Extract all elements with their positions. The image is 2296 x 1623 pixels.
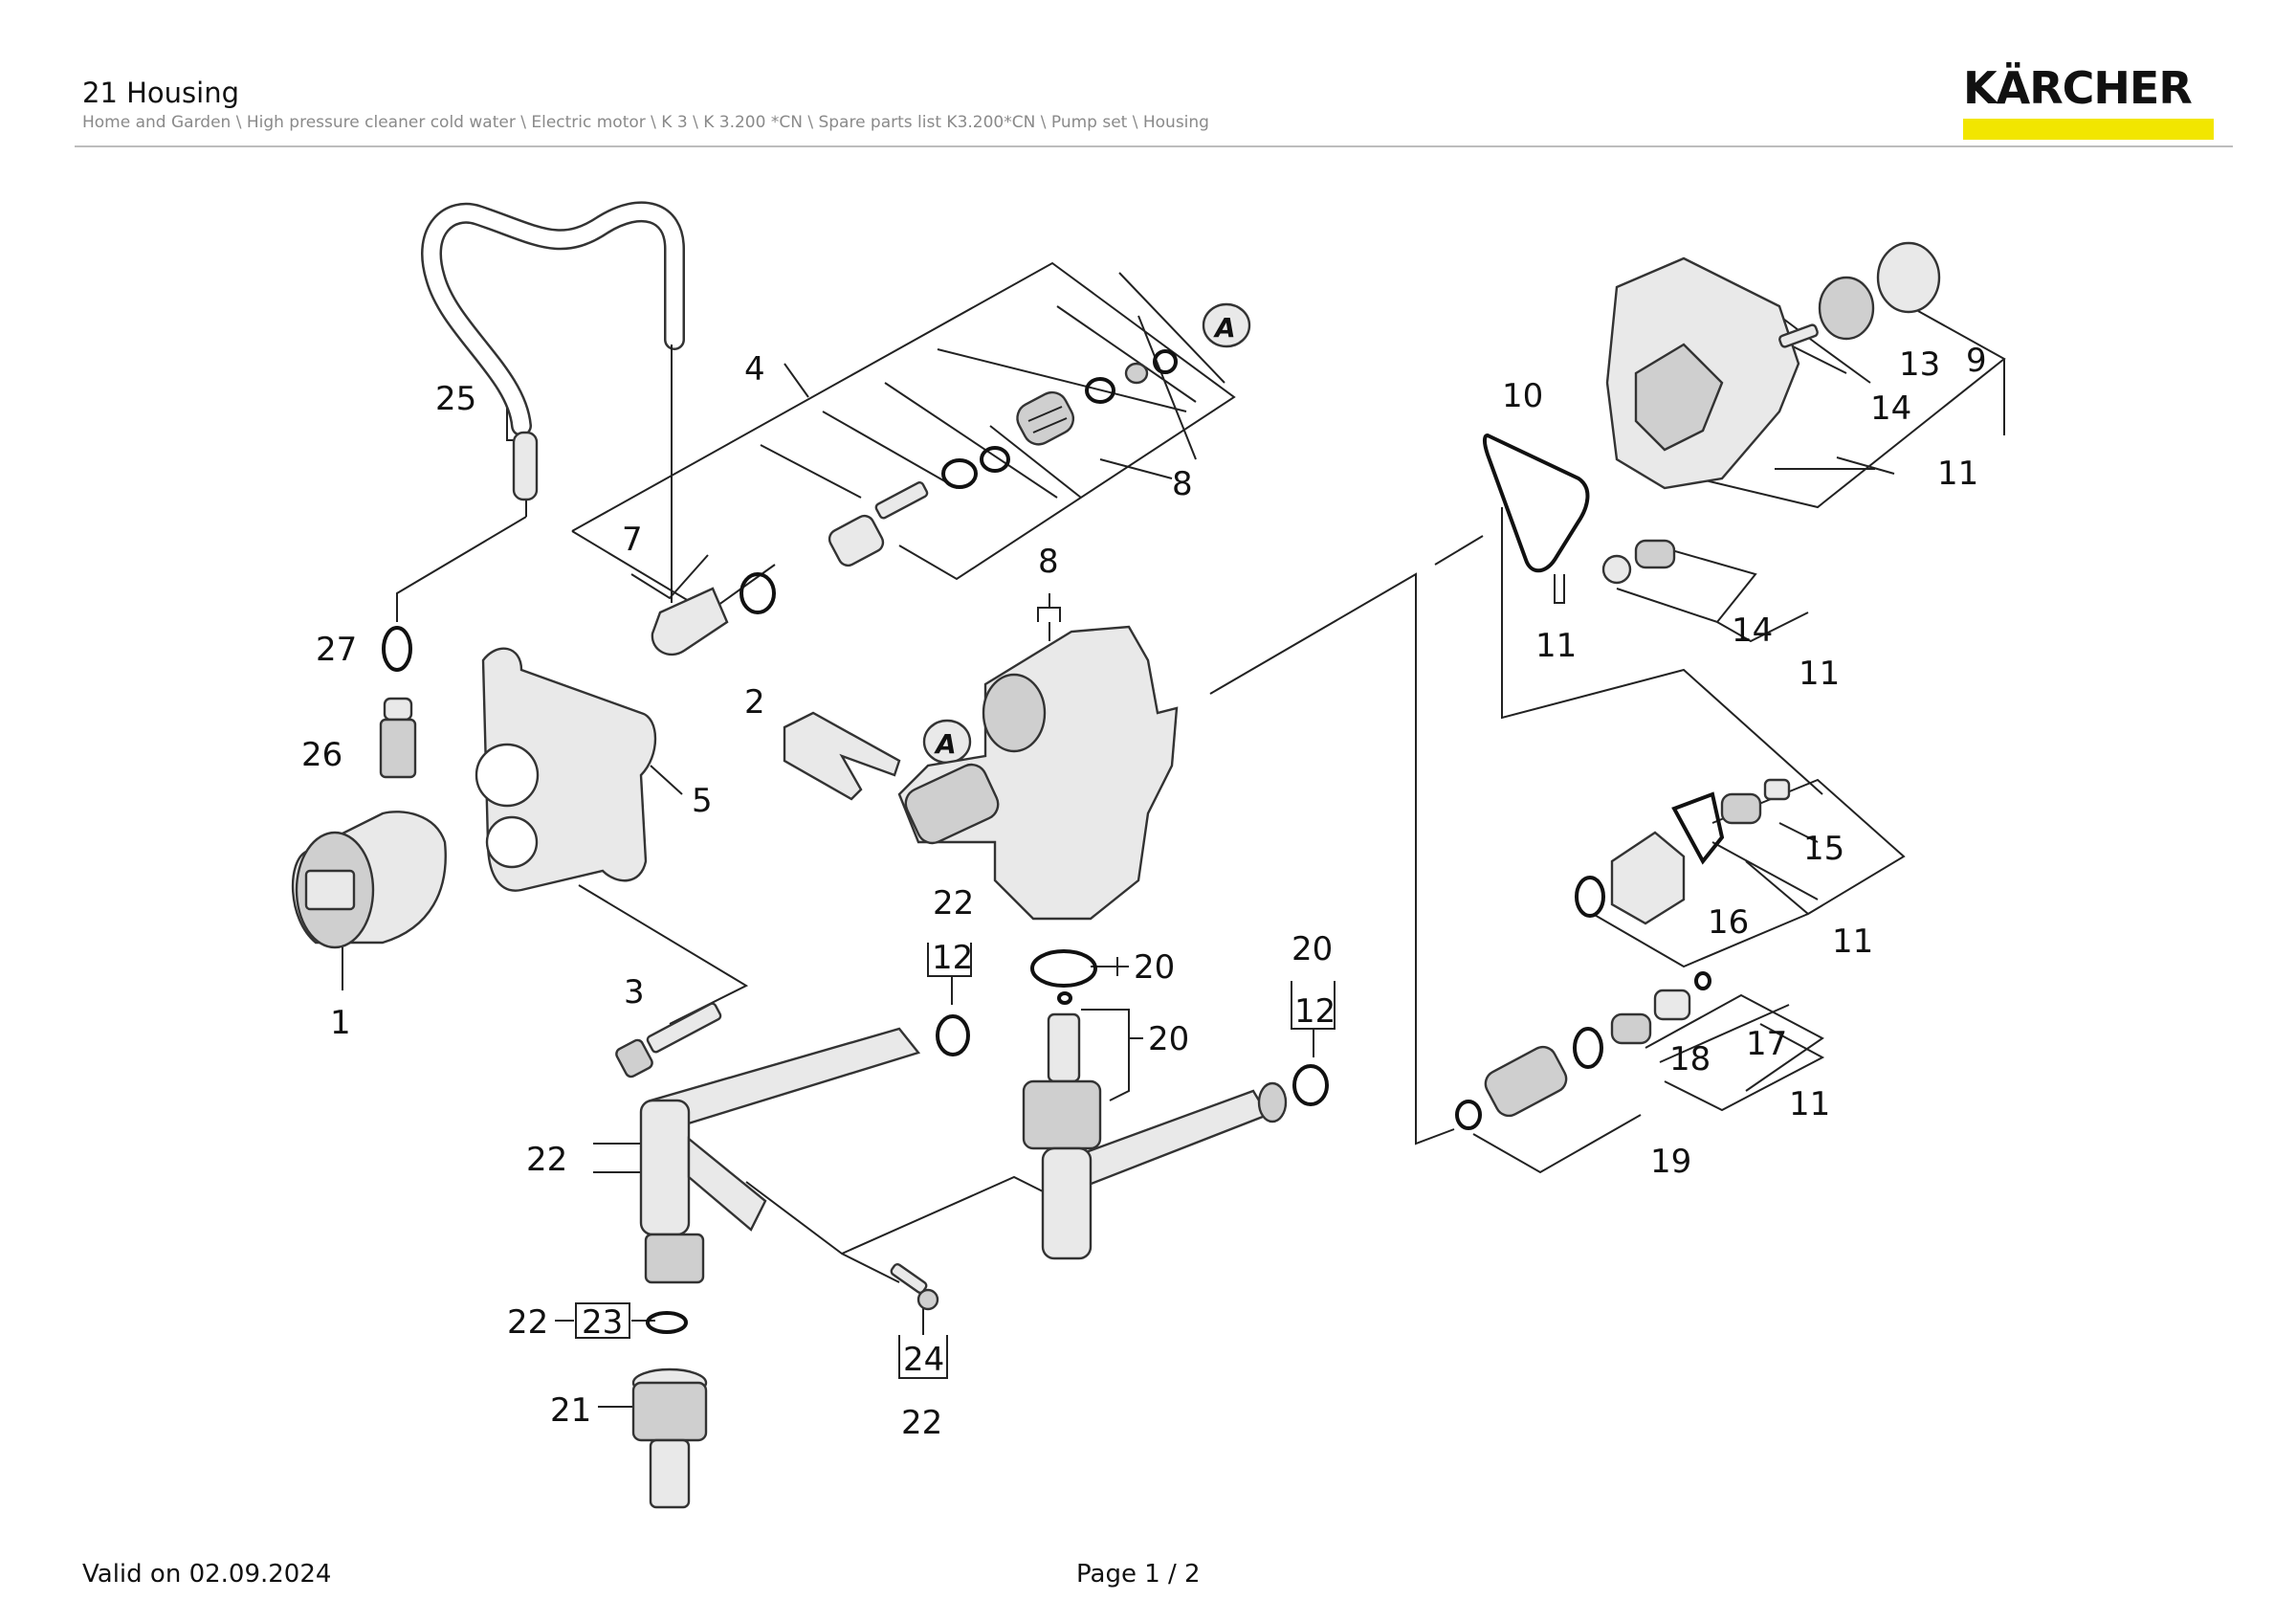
- part-15-pin: [1763, 778, 1791, 801]
- part-24-screw: [890, 1262, 939, 1311]
- part-22-pipe-assembly: [639, 1014, 970, 1334]
- part-18-spring: [1610, 1012, 1652, 1045]
- callout-21: 21: [550, 1391, 591, 1430]
- parts: A A: [291, 201, 1941, 1509]
- callout-20-stem: 20: [1148, 1020, 1189, 1058]
- part-14-plug: [1601, 554, 1632, 585]
- part-19-valve: [1484, 1045, 1568, 1118]
- part-3-screw: [615, 1002, 722, 1078]
- part-11-housing: [1605, 256, 1800, 490]
- callout-11-c: 11: [1799, 655, 1840, 693]
- callout-22-bottom-left: 22: [507, 1303, 548, 1342]
- part-pump-head: [897, 625, 1179, 921]
- callout-20-ring: 20: [1134, 948, 1175, 987]
- callout-25: 25: [435, 380, 476, 418]
- part-16-seal: [1671, 791, 1725, 865]
- callout-13: 13: [1899, 345, 1940, 384]
- part-14-spring: [1634, 539, 1676, 569]
- callout-2: 2: [744, 683, 765, 722]
- part-4-spring: [1016, 390, 1075, 446]
- part-1-coupling: [291, 811, 447, 949]
- callout-14-a: 14: [1870, 389, 1911, 428]
- callout-7: 7: [622, 521, 643, 559]
- callout-18: 18: [1669, 1040, 1711, 1078]
- mark-a-1: [1202, 302, 1251, 348]
- part-4-valve: [828, 514, 885, 567]
- callout-23-box: [575, 1302, 630, 1339]
- logo-wordmark: KÄRCHER: [1963, 62, 2193, 114]
- logo-yellow-bar: [1963, 119, 2214, 140]
- part-15-spring: [1720, 792, 1762, 825]
- callout-10: 10: [1502, 377, 1543, 415]
- callout-12-left: 12: [932, 939, 973, 977]
- callout-23: 23: [582, 1303, 623, 1342]
- callout-9: 9: [1966, 342, 1987, 380]
- part-19-o-ring: [1455, 1100, 1482, 1130]
- part-26: [383, 697, 413, 722]
- part-21-coupling: [631, 1367, 708, 1509]
- part-10-seal: [1483, 433, 1590, 573]
- callout-14-b: 14: [1732, 611, 1773, 650]
- karcher-logo: KÄRCHER: [1963, 65, 2216, 140]
- part-20-valve-stem: [1022, 1012, 1102, 1150]
- page-number: Page 1 / 2: [1076, 1560, 1201, 1589]
- part-14-screw: [1778, 323, 1819, 348]
- callout-22-left: 22: [526, 1141, 567, 1179]
- mark-a-2-label: A: [934, 728, 957, 760]
- callout-4: 4: [744, 350, 765, 389]
- part-17-plug: [1653, 989, 1691, 1021]
- callout-8-top: 8: [1038, 543, 1059, 581]
- callout-20-right: 20: [1292, 930, 1333, 968]
- part-hose-connector: [512, 431, 539, 501]
- breadcrumb: Home and Garden \ High pressure cleaner …: [82, 113, 1209, 132]
- callout-16: 16: [1708, 903, 1749, 942]
- part-2-clip: [783, 711, 901, 801]
- part-7-elbow: [651, 587, 729, 656]
- callout-11-d: 11: [1832, 923, 1873, 961]
- callout-5: 5: [692, 782, 713, 820]
- part-o-ring-7: [740, 572, 776, 614]
- callout-8-group: 8: [1172, 465, 1193, 503]
- callout-27: 27: [316, 631, 357, 669]
- page-title: 21 Housing: [82, 77, 240, 109]
- header-divider: [75, 145, 2233, 147]
- mark-a-1-label: A: [1213, 312, 1236, 344]
- part-9-cap: [1876, 241, 1941, 314]
- part-right-pipe: [1041, 1064, 1329, 1260]
- callout-11-e: 11: [1789, 1085, 1830, 1123]
- callout-3: 3: [624, 973, 645, 1012]
- part-13-nut: [1818, 276, 1875, 341]
- valid-date: Valid on 02.09.2024: [82, 1560, 332, 1589]
- callout-17: 17: [1746, 1025, 1787, 1063]
- callout-24: 24: [903, 1341, 944, 1379]
- callout-15: 15: [1803, 830, 1844, 868]
- part-16-valve: [1575, 831, 1686, 925]
- callout-22-top: 22: [933, 884, 974, 923]
- callout-11-b: 11: [1535, 627, 1577, 665]
- callout-11-a: 11: [1937, 455, 1978, 493]
- callout-22-bottom: 22: [901, 1404, 942, 1442]
- part-o-ring-27: [382, 626, 412, 672]
- callout-26: 26: [301, 736, 342, 774]
- callout-labels: 1 2 3 4 5 7 8 8 9 10 11 11 11 11 11 12 1…: [301, 342, 1987, 1442]
- callout-12-right: 12: [1294, 992, 1336, 1031]
- callout-1: 1: [330, 1004, 351, 1042]
- callout-19: 19: [1650, 1143, 1691, 1181]
